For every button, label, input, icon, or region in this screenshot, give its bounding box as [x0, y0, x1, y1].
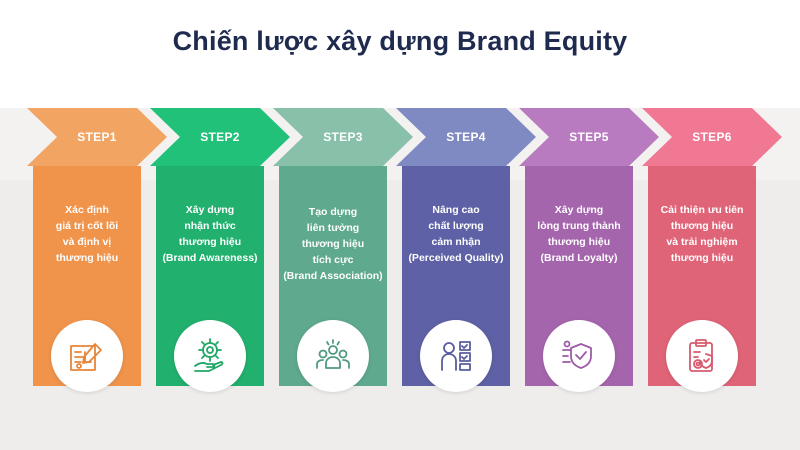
blueprint-pencil-icon	[67, 336, 107, 376]
page-title: Chiến lược xây dựng Brand Equity	[172, 26, 628, 56]
step-description-line: Nâng cao	[432, 204, 480, 216]
step-icon-circle-4	[420, 320, 492, 392]
step-description: Xác định giá trị cốt lõi và định vị thương …	[33, 202, 141, 266]
step-description: Xây dựng nhận thức thương hiệu (Brand Aware…	[156, 202, 264, 266]
step-description-line: và định vị	[62, 236, 112, 248]
step-description-line: giá trị cốt lõi	[55, 220, 119, 232]
step-description-line: Cải thiện ưu tiên	[660, 204, 744, 216]
step-icon-circle-5	[543, 320, 615, 392]
step-description-line: Xây dựng	[185, 204, 235, 216]
step-description-line: Xác định	[65, 204, 109, 216]
step-label: STEP4	[446, 130, 486, 144]
step-description: Cải thiện ưu tiên thương hiệu và trải nghi…	[648, 202, 756, 266]
step-description-line: (Brand Loyalty)	[540, 252, 618, 264]
step-description-line: (Perceived Quality)	[408, 252, 504, 264]
step-description: Nâng cao chất lượng cảm nhận (Perceived Qua…	[402, 202, 510, 266]
step-description: Tạo dựng liên tưởng thương hiệu tích cực (Br…	[279, 204, 387, 284]
step-label: STEP5	[569, 130, 609, 144]
step-description-line: lòng trung thành	[537, 220, 621, 232]
step-description-line: (Brand Awareness)	[162, 252, 258, 264]
step-description-line: Xây dựng	[554, 204, 604, 216]
step-description-line: tích cực	[312, 254, 354, 266]
step-description-line: và trải nghiệm	[666, 236, 738, 248]
step-description-line: thương hiệu	[670, 252, 734, 264]
step-description-line: thương hiệu	[547, 236, 611, 248]
step-label: STEP6	[692, 130, 732, 144]
step-icon-circle-3	[297, 320, 369, 392]
step-description-line: thương hiệu	[178, 236, 242, 248]
step-icon-circle-6	[666, 320, 738, 392]
step-description-line: liên tưởng	[306, 222, 360, 234]
step-icon-circle-2	[174, 320, 246, 392]
step-description-line: cảm nhận	[431, 236, 481, 248]
people-group-icon	[313, 336, 353, 376]
step-label: STEP1	[77, 130, 117, 144]
quality-inspection-icon	[436, 336, 476, 376]
step-label: STEP3	[323, 130, 363, 144]
step-description-line: thương hiệu	[55, 252, 119, 264]
hand-gear-icon	[190, 336, 230, 376]
step-label: STEP2	[200, 130, 240, 144]
step-description-line: (Brand Association)	[283, 270, 383, 282]
loyalty-shield-icon	[559, 336, 599, 376]
step-description-line: Tạo dựng	[308, 206, 358, 218]
step-icon-circle-1	[51, 320, 123, 392]
step-description-line: nhận thức	[184, 220, 236, 232]
clipboard-gear-icon	[682, 336, 722, 376]
step-description-line: chất lượng	[428, 220, 484, 232]
step-description-line: thương hiệu	[301, 238, 365, 250]
step-description-line: thương hiệu	[670, 220, 734, 232]
step-description: Xây dựng lòng trung thành thương hiệu (Bran…	[525, 202, 633, 266]
